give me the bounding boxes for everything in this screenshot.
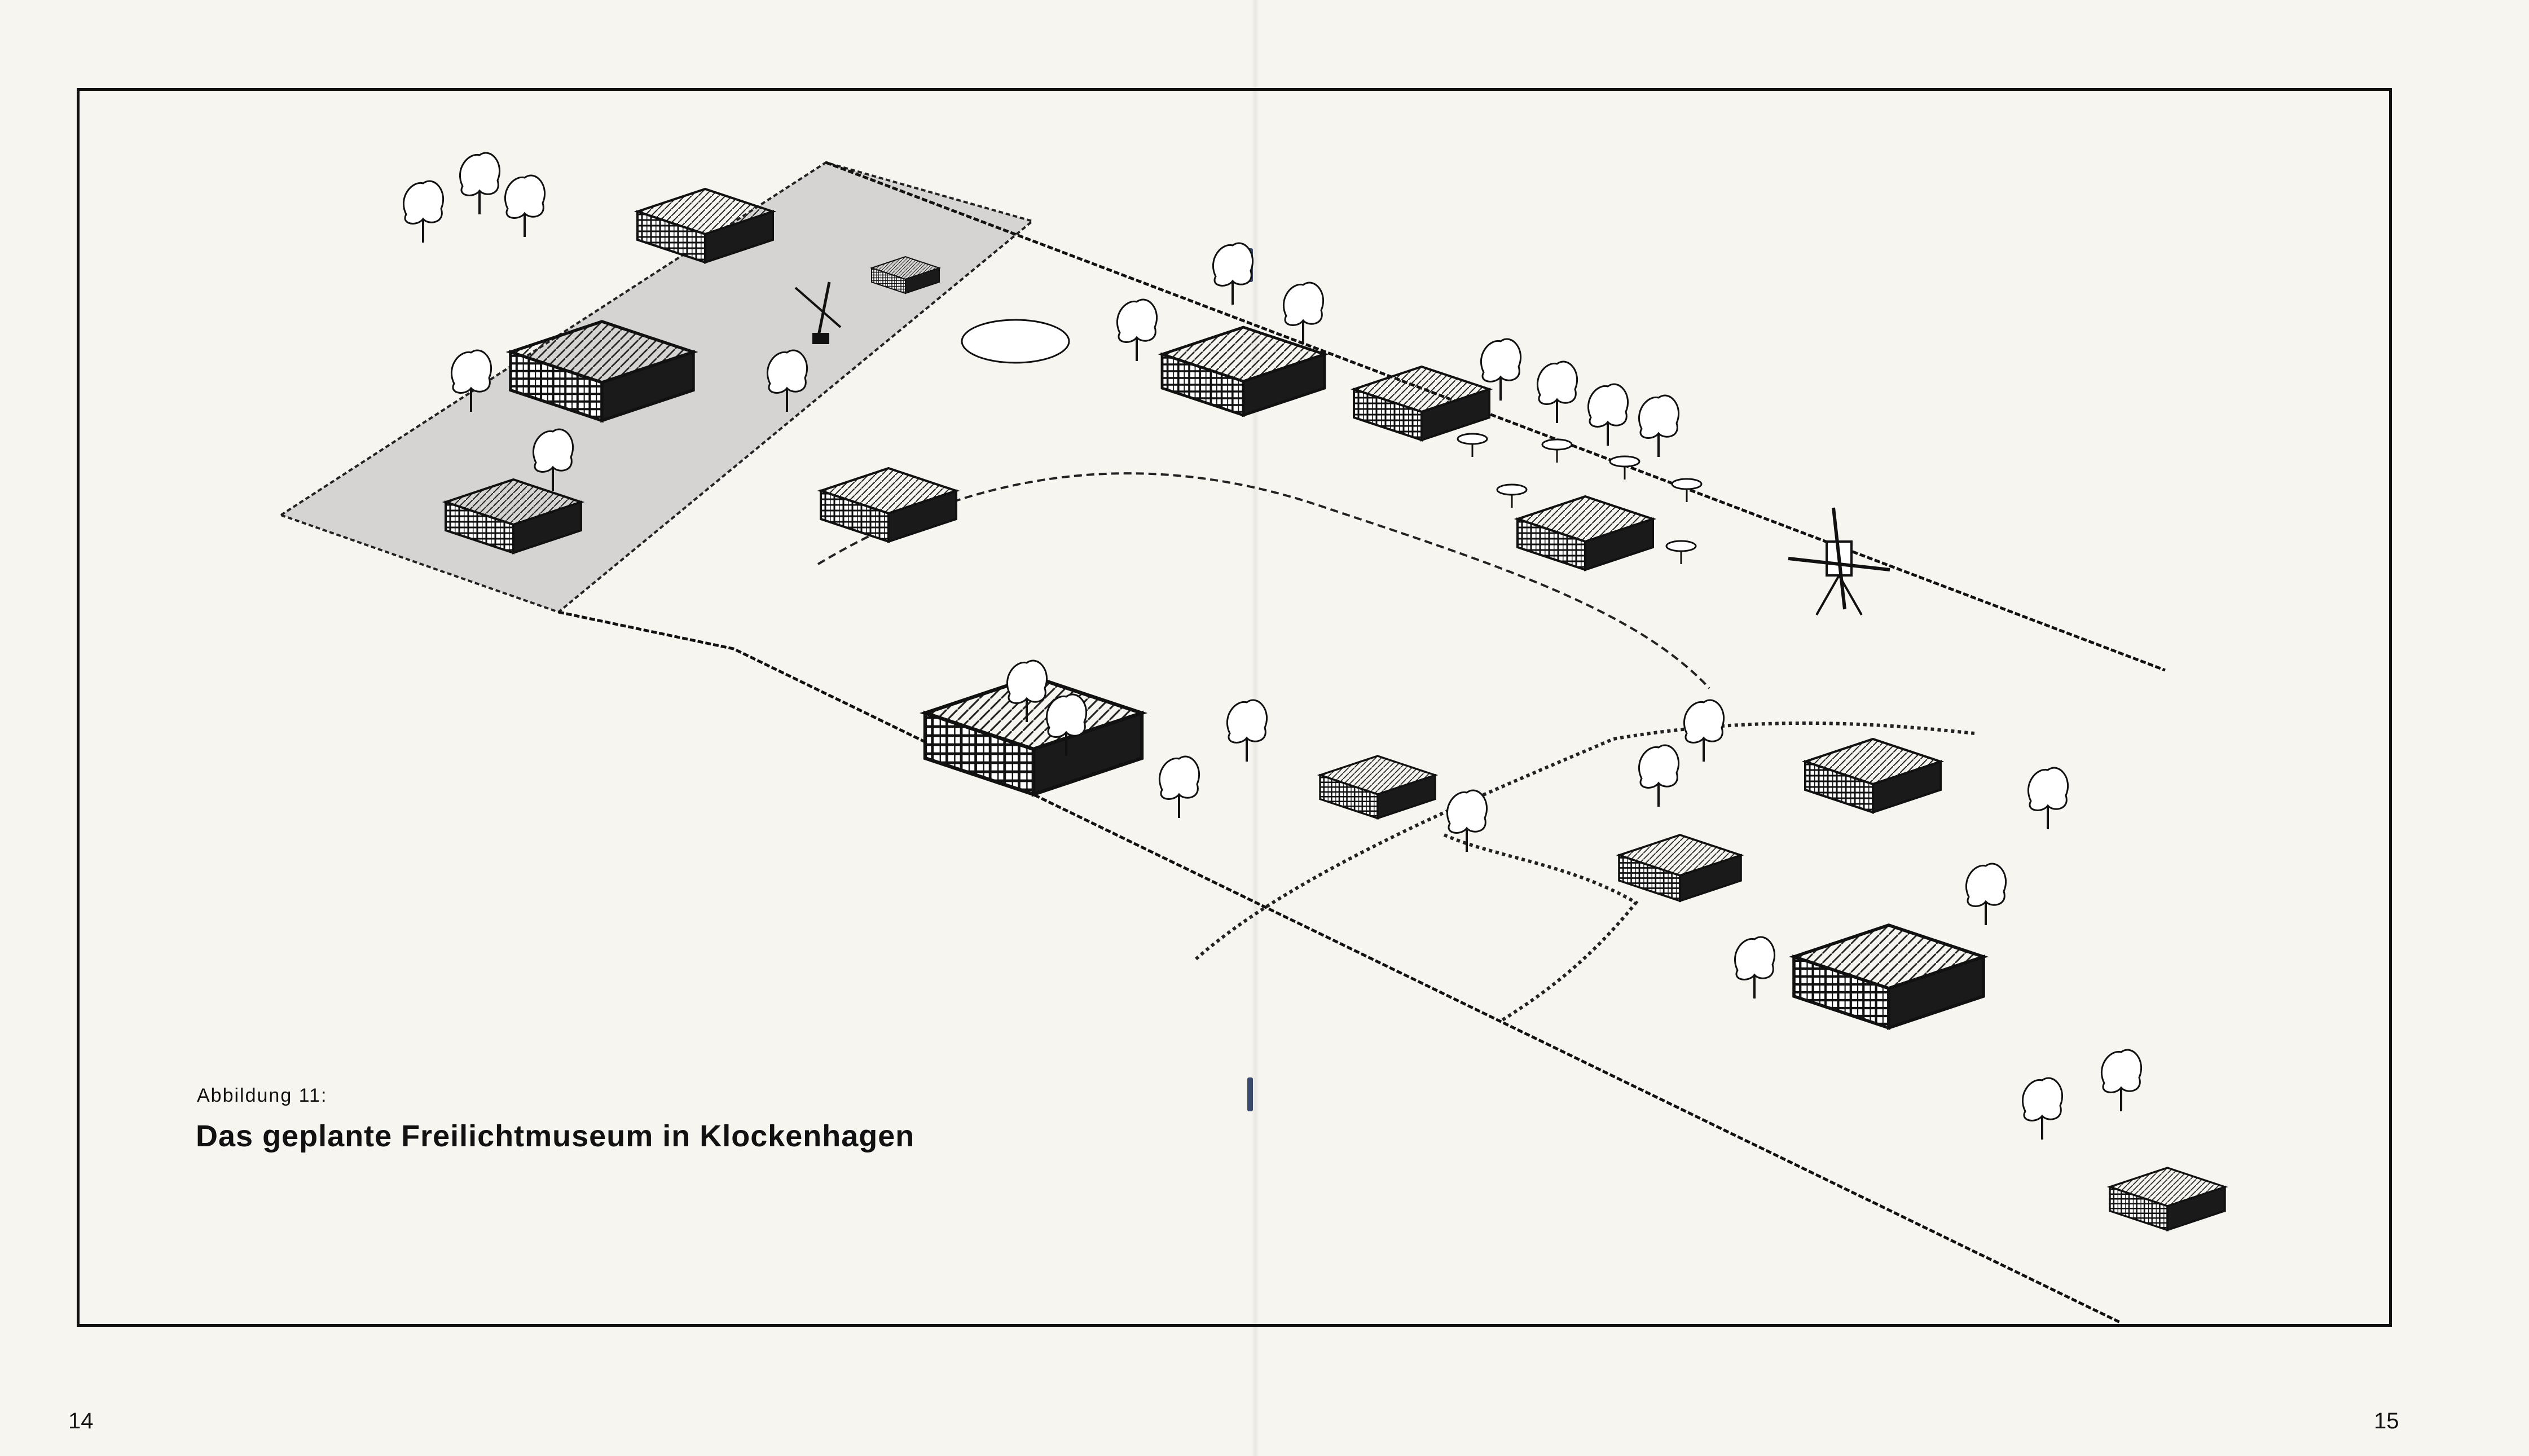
cottage-center xyxy=(1319,755,1436,820)
tree xyxy=(1536,360,1578,424)
well-sweep xyxy=(794,281,842,344)
house-near-mill xyxy=(1516,495,1654,571)
tree xyxy=(1683,699,1725,763)
tree xyxy=(1638,394,1680,458)
tree xyxy=(1226,699,1268,763)
orchard-sapling xyxy=(1541,438,1573,464)
tree xyxy=(1446,789,1488,853)
tree xyxy=(1116,298,1158,362)
orchard-sapling xyxy=(1671,478,1703,503)
illustration-frame xyxy=(77,88,2392,1327)
orchard-sapling xyxy=(1457,433,1488,458)
tree xyxy=(2100,1049,2143,1112)
house-east-center xyxy=(1618,834,1742,902)
tree xyxy=(1587,383,1629,447)
side-path xyxy=(1443,833,1639,1023)
pond xyxy=(961,319,1070,364)
page-number-left: 14 xyxy=(68,1409,94,1433)
house-northeast xyxy=(1353,366,1490,441)
tree xyxy=(1965,863,2007,926)
tree xyxy=(402,180,445,244)
tree xyxy=(1212,242,1254,306)
site-boundary-south xyxy=(558,610,2122,1325)
orchard-sapling xyxy=(1496,483,1528,509)
staple-bottom xyxy=(1247,1077,1253,1111)
tree xyxy=(504,174,546,238)
tree xyxy=(1158,755,1200,819)
windmill xyxy=(1788,507,1890,615)
site-boundary xyxy=(825,161,2166,672)
stone-wall-path xyxy=(1195,721,1975,961)
tree xyxy=(2021,1077,2064,1141)
tree xyxy=(1638,744,1680,808)
page-number-right: 15 xyxy=(2374,1409,2399,1433)
figure-label: Abbildung 11: xyxy=(197,1085,328,1106)
house-enclosure-east xyxy=(1804,738,1942,813)
hall-house-center xyxy=(1162,327,1325,415)
cottage-southeast-corner xyxy=(2109,1167,2226,1231)
tree xyxy=(459,152,501,215)
tree xyxy=(1734,936,1776,1000)
tree xyxy=(1282,281,1325,345)
tree xyxy=(2027,767,2069,830)
figure-title: Das geplante Freilichtmuseum in Klockenh… xyxy=(196,1119,915,1153)
large-farmhouse-southeast xyxy=(1794,925,1983,1028)
orchard-sapling xyxy=(1665,540,1697,565)
house-center-west xyxy=(820,467,957,543)
